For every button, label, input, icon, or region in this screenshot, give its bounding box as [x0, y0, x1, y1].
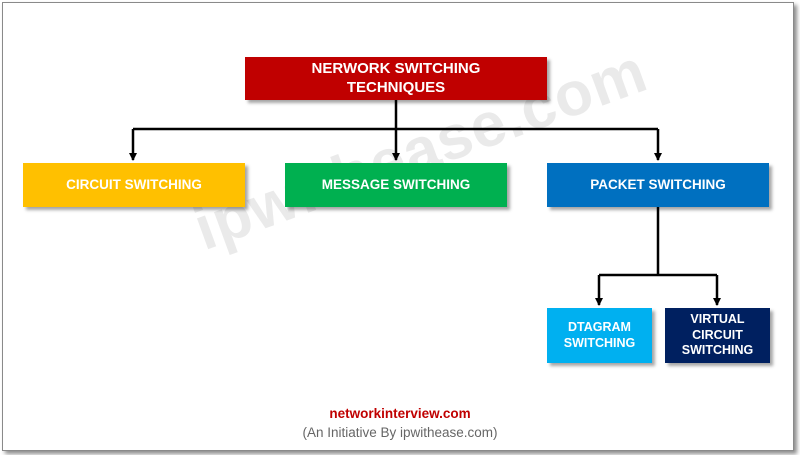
node-circuit-switching: CIRCUIT SWITCHING: [23, 163, 245, 207]
footer-site-name: networkinterview.com: [329, 406, 471, 421]
node-message-switching: MESSAGE SWITCHING: [285, 163, 507, 207]
root-node-network-switching-techniques: NERWORK SWITCHING TECHNIQUES: [245, 57, 547, 100]
node-virtual-circuit-switching: VIRTUAL CIRCUIT SWITCHING: [665, 308, 770, 363]
node-packet-switching: PACKET SWITCHING: [547, 163, 769, 207]
footer-tagline: (An Initiative By ipwithease.com): [302, 425, 498, 440]
node-datagram-switching: DTAGRAM SWITCHING: [547, 308, 652, 363]
